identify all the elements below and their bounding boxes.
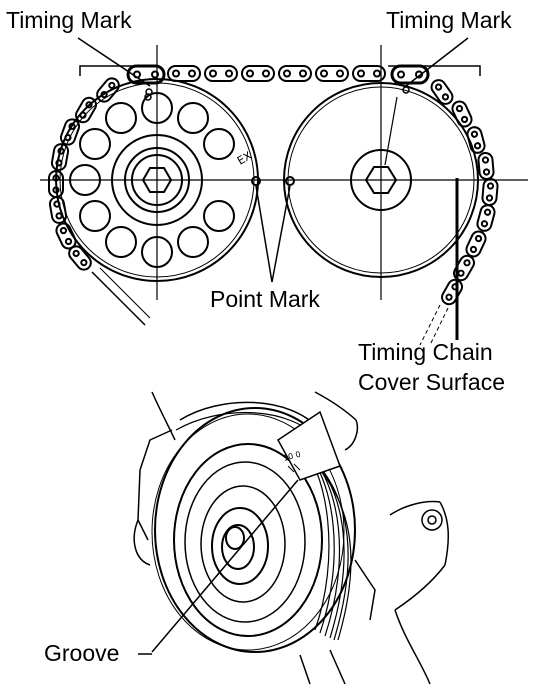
- point-mark-label: Point Mark: [210, 286, 320, 312]
- exhaust-camshaft-sprocket: [283, 82, 479, 278]
- sprocket-lightening-holes: [69, 92, 235, 268]
- timing-mark-dot-left: [145, 88, 153, 96]
- groove-label: Groove: [44, 640, 120, 666]
- timing-chain-cover-surface-label-line1: Timing Chain: [358, 339, 493, 365]
- groove-callout: [138, 479, 299, 655]
- timing-mark-callouts: [77, 37, 481, 101]
- timing-mark-label-right: Timing Mark: [386, 7, 512, 33]
- pulley-tdc-marking: 10 0: [282, 450, 302, 463]
- timing-mark-dot-right: [402, 86, 410, 94]
- exhaust-marking: EX: [235, 149, 254, 168]
- timing-chain-cover-surface-label-line2: Cover Surface: [358, 369, 506, 395]
- crankshaft-pulley-assembly: 10 0: [133, 391, 450, 685]
- timing-plate: 10 0: [277, 410, 341, 481]
- crankshaft-pulley: [151, 401, 356, 653]
- timing-chain: [48, 64, 499, 346]
- point-marks: [251, 176, 295, 283]
- engine-block-outline: [133, 391, 450, 685]
- timing-mark-label-left: Timing Mark: [6, 7, 132, 33]
- camshaft-assembly: EX: [40, 37, 528, 346]
